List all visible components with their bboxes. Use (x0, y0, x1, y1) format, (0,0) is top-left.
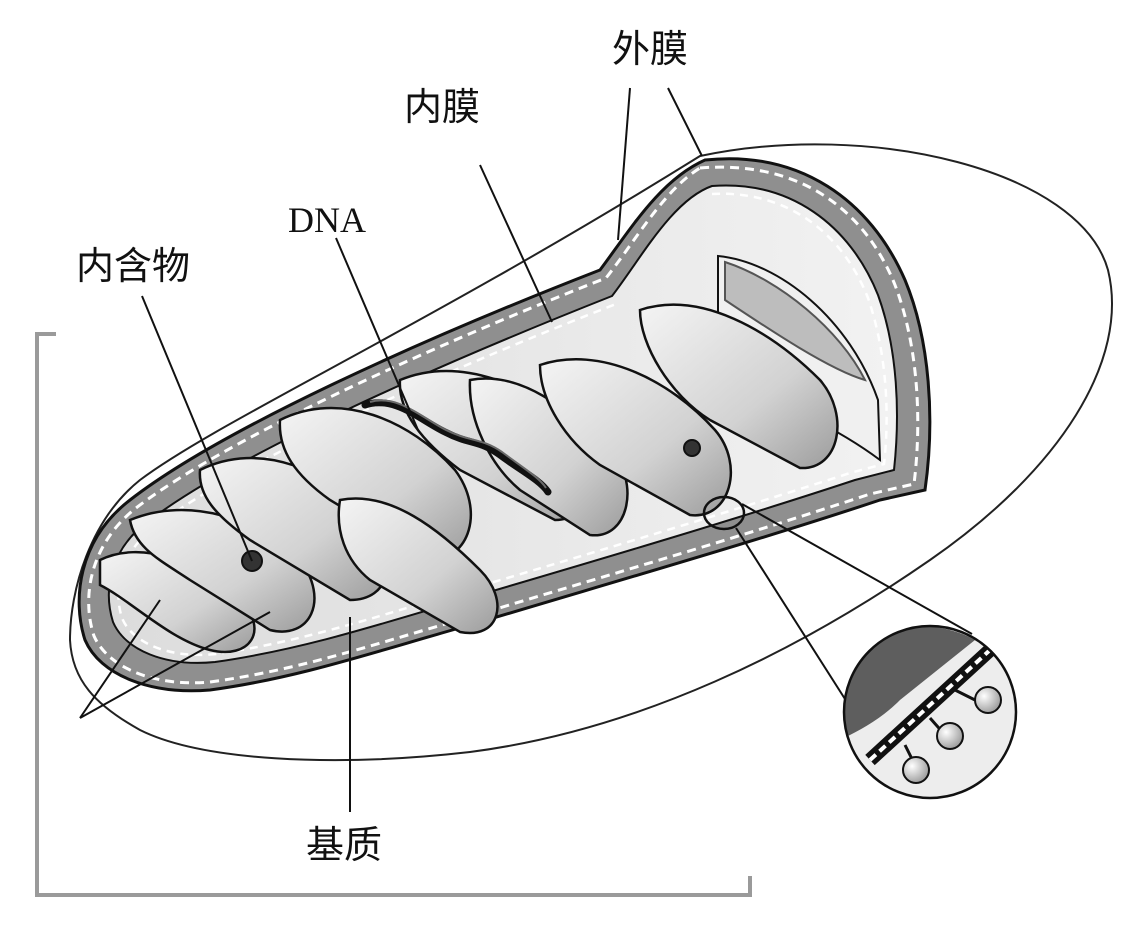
crista-9 (638, 303, 839, 470)
crista-8 (538, 358, 732, 517)
label-inner-membrane: 内膜 (404, 85, 481, 129)
crista-5 (337, 497, 499, 635)
leader-outer-membrane-b (667, 87, 703, 157)
dna-strand (361, 399, 552, 496)
back-wall-fold (724, 260, 867, 382)
zoom-line-2 (741, 503, 973, 635)
label-matrix: 基质 (306, 823, 383, 867)
particle-2 (936, 722, 964, 750)
leader-cristae-a (79, 599, 161, 719)
leader-cristae-b (79, 611, 271, 719)
label-dna: DNA (288, 200, 366, 240)
zoom-inset (842, 624, 1018, 800)
label-inclusion: 内含物 (76, 244, 191, 288)
membrane-dash (87, 165, 920, 685)
zoom-line-1 (735, 527, 853, 711)
zoom-source-ring (702, 495, 746, 531)
particle-1 (974, 686, 1002, 714)
leader-lines (79, 87, 703, 812)
leader-outer-membrane-a (617, 87, 631, 241)
inner-dash (117, 192, 888, 657)
bracket-frame (35, 332, 752, 897)
label-outer-membrane: 外膜 (612, 27, 689, 71)
leader-inner-membrane (479, 164, 553, 323)
inclusion-granule-2 (683, 439, 701, 457)
leader-dna (335, 237, 419, 431)
dna-strand-highlight (369, 399, 547, 489)
leader-inclusion (141, 295, 253, 562)
zoom-inset-border (842, 624, 1018, 800)
particle-3 (902, 756, 930, 784)
